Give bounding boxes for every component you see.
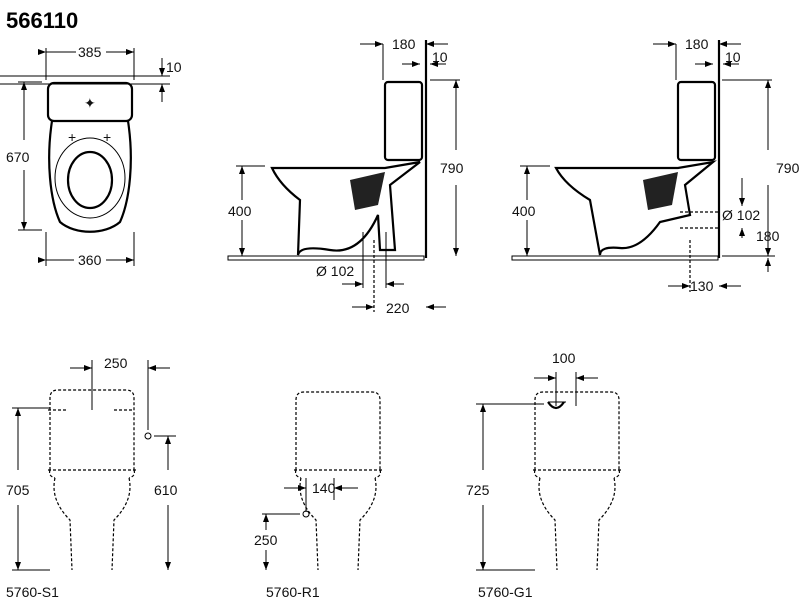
- dim-tank-depth: 180: [392, 36, 416, 52]
- dim-r1-spacing: 140: [312, 480, 336, 496]
- variant-5760-g1: 100 725 5760-G1: [466, 350, 621, 600]
- dim-outlet-distance-2: 130: [690, 278, 714, 294]
- dim-r1-inlet-height: 250: [254, 532, 278, 548]
- dim-outlet-diameter-2: Ø 102: [722, 207, 760, 223]
- variant-5760-r1: 140 250 5760-R1: [254, 391, 382, 600]
- dim-outlet-diameter: Ø 102: [316, 263, 354, 279]
- dim-tank-depth-2: 180: [685, 36, 709, 52]
- dim-width-bottom: 360: [78, 252, 102, 268]
- side-view-floor-outlet: 180 10 790 400 Ø 102 220: [227, 36, 464, 316]
- dim-s1-inlet-height: 610: [154, 482, 178, 498]
- dim-s1-total-height: 705: [6, 482, 30, 498]
- dim-g1-spacing: 100: [552, 350, 576, 366]
- variant-code-s1: 5760-S1: [6, 584, 59, 600]
- dim-g1-total-height: 725: [466, 482, 490, 498]
- dim-outlet-distance: 220: [386, 300, 410, 316]
- top-view: 385 10 ✦ + + 670 360: [0, 44, 182, 268]
- svg-text:✦: ✦: [84, 95, 96, 111]
- variant-5760-s1: 250 705 610 5760-S1: [6, 355, 178, 600]
- dim-seat-height: 400: [228, 203, 252, 219]
- variant-code-r1: 5760-R1: [266, 584, 320, 600]
- dim-width-top: 385: [78, 44, 102, 60]
- side-view-wall-outlet: 180 10 790 400 Ø 102 180 130: [511, 36, 800, 294]
- variant-code-g1: 5760-G1: [478, 584, 533, 600]
- svg-text:+: +: [68, 129, 76, 145]
- dim-depth: 670: [6, 149, 30, 165]
- dim-outlet-height: 180: [756, 228, 780, 244]
- dim-height-total-2: 790: [776, 160, 800, 176]
- dim-wall-gap-2: 10: [725, 49, 741, 65]
- model-number: 566110: [6, 8, 78, 33]
- dim-s1-spacing: 250: [104, 355, 128, 371]
- dim-offset: 10: [166, 59, 182, 75]
- dim-seat-height-2: 400: [512, 203, 536, 219]
- dim-height-total: 790: [440, 160, 464, 176]
- dim-wall-gap: 10: [432, 49, 448, 65]
- svg-text:+: +: [103, 129, 111, 145]
